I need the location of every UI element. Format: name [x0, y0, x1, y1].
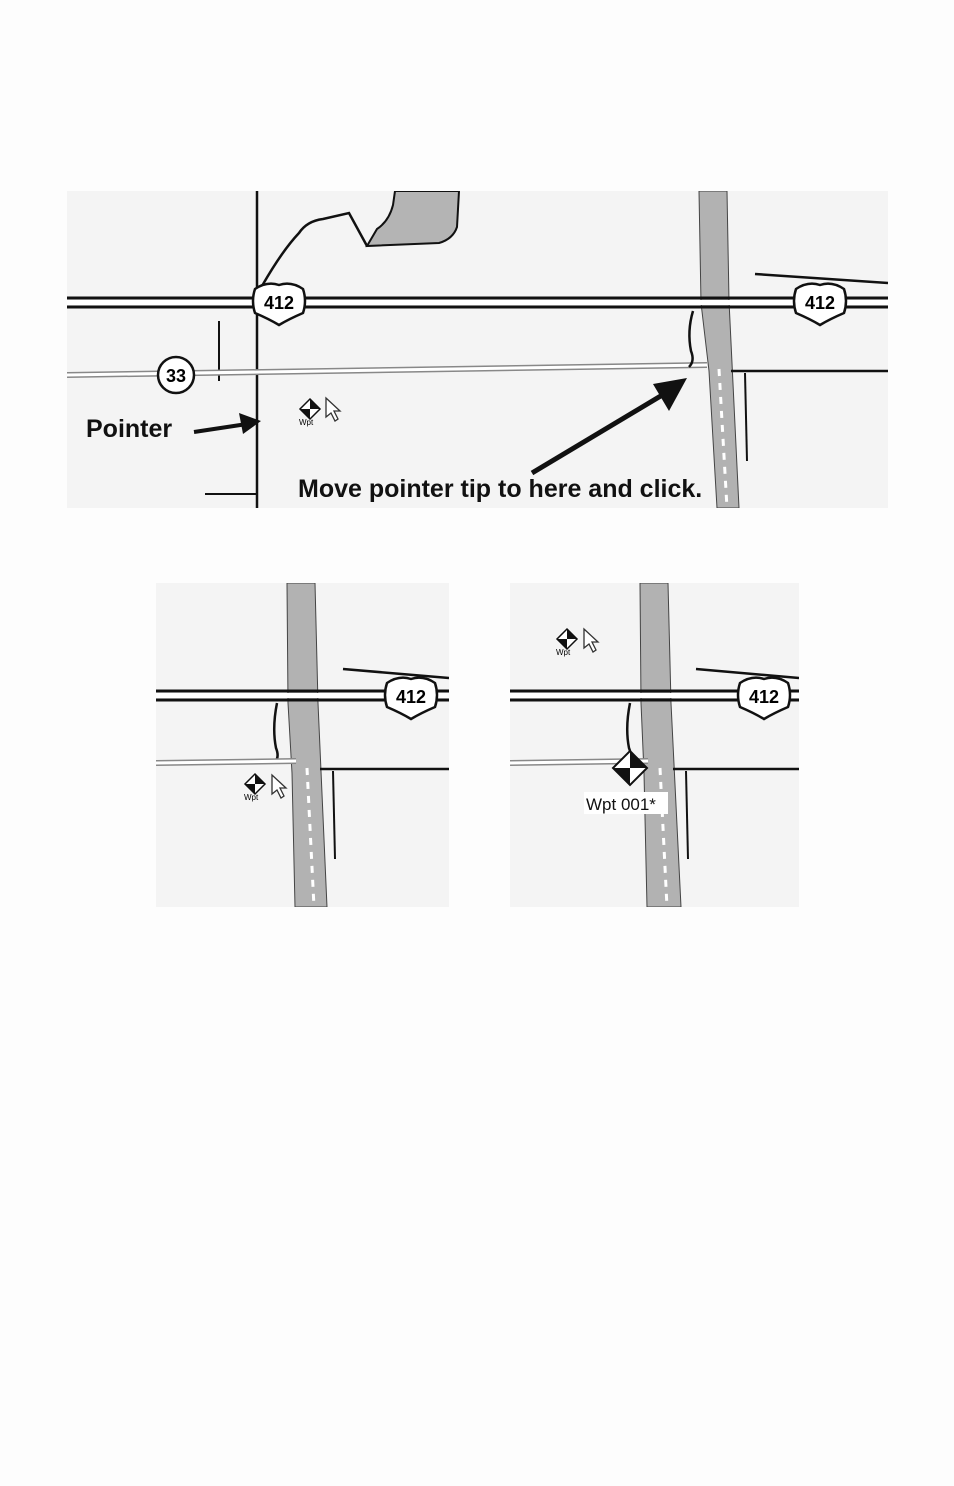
shield-number: 412 [805, 293, 835, 313]
waypoint-marker-icon[interactable] [613, 751, 647, 785]
shield-number: 33 [166, 366, 186, 386]
minor-road [333, 771, 335, 859]
us-route-shield-icon: 412 [385, 678, 437, 719]
minor-road [343, 669, 449, 678]
lake-shape [367, 191, 459, 246]
bank-road [274, 703, 278, 763]
us-route-shield-icon: 412 [253, 284, 305, 325]
state-route-shield-icon: 33 [158, 357, 194, 393]
arrow-pointer-icon [326, 398, 340, 421]
waypoint-label[interactable]: Wpt 001* [586, 795, 656, 814]
waypoint-cursor-icon: Wpt [299, 399, 320, 427]
minor-road [696, 669, 799, 678]
shoreline-line [262, 213, 367, 286]
shield-number: 412 [264, 293, 294, 313]
cursor-tag: Wpt [556, 648, 571, 657]
bank-road [689, 311, 693, 367]
instruction-callout-arrow [532, 378, 687, 473]
river-shape [287, 583, 327, 907]
white-road [156, 761, 296, 763]
cursor-tag: Wpt [299, 418, 314, 427]
waypoint-cursor-icon: Wpt [244, 774, 265, 802]
waypoint-cursor-icon: Wpt [556, 629, 577, 657]
instruction-callout-label: Move pointer tip to here and click. [298, 475, 702, 503]
us-route-shield-icon: 412 [794, 284, 846, 325]
shield-number: 412 [396, 687, 426, 707]
minor-road [745, 373, 747, 461]
after-click-map-panel: 412 Wpt Wpt 001* [510, 583, 799, 907]
cursor-tag: Wpt [244, 793, 259, 802]
main-map-panel: 412 412 33 Wpt Pointer [67, 191, 888, 508]
before-map-canvas: 412 Wpt [156, 583, 449, 907]
pointer-callout-arrow [194, 413, 261, 434]
pointer-callout-label: Pointer [86, 415, 172, 443]
arrow-pointer-icon [272, 775, 286, 798]
minor-road [755, 274, 888, 283]
before-click-map-panel: 412 Wpt [156, 583, 449, 907]
minor-road [686, 771, 688, 859]
river-shape [699, 191, 739, 508]
main-map-canvas: 412 412 33 Wpt Pointer [67, 191, 888, 508]
after-map-canvas: 412 Wpt Wpt 001* [510, 583, 799, 907]
us-route-shield-icon: 412 [738, 678, 790, 719]
shield-number: 412 [749, 687, 779, 707]
arrow-pointer-icon [584, 629, 598, 652]
river-shape [640, 583, 681, 907]
